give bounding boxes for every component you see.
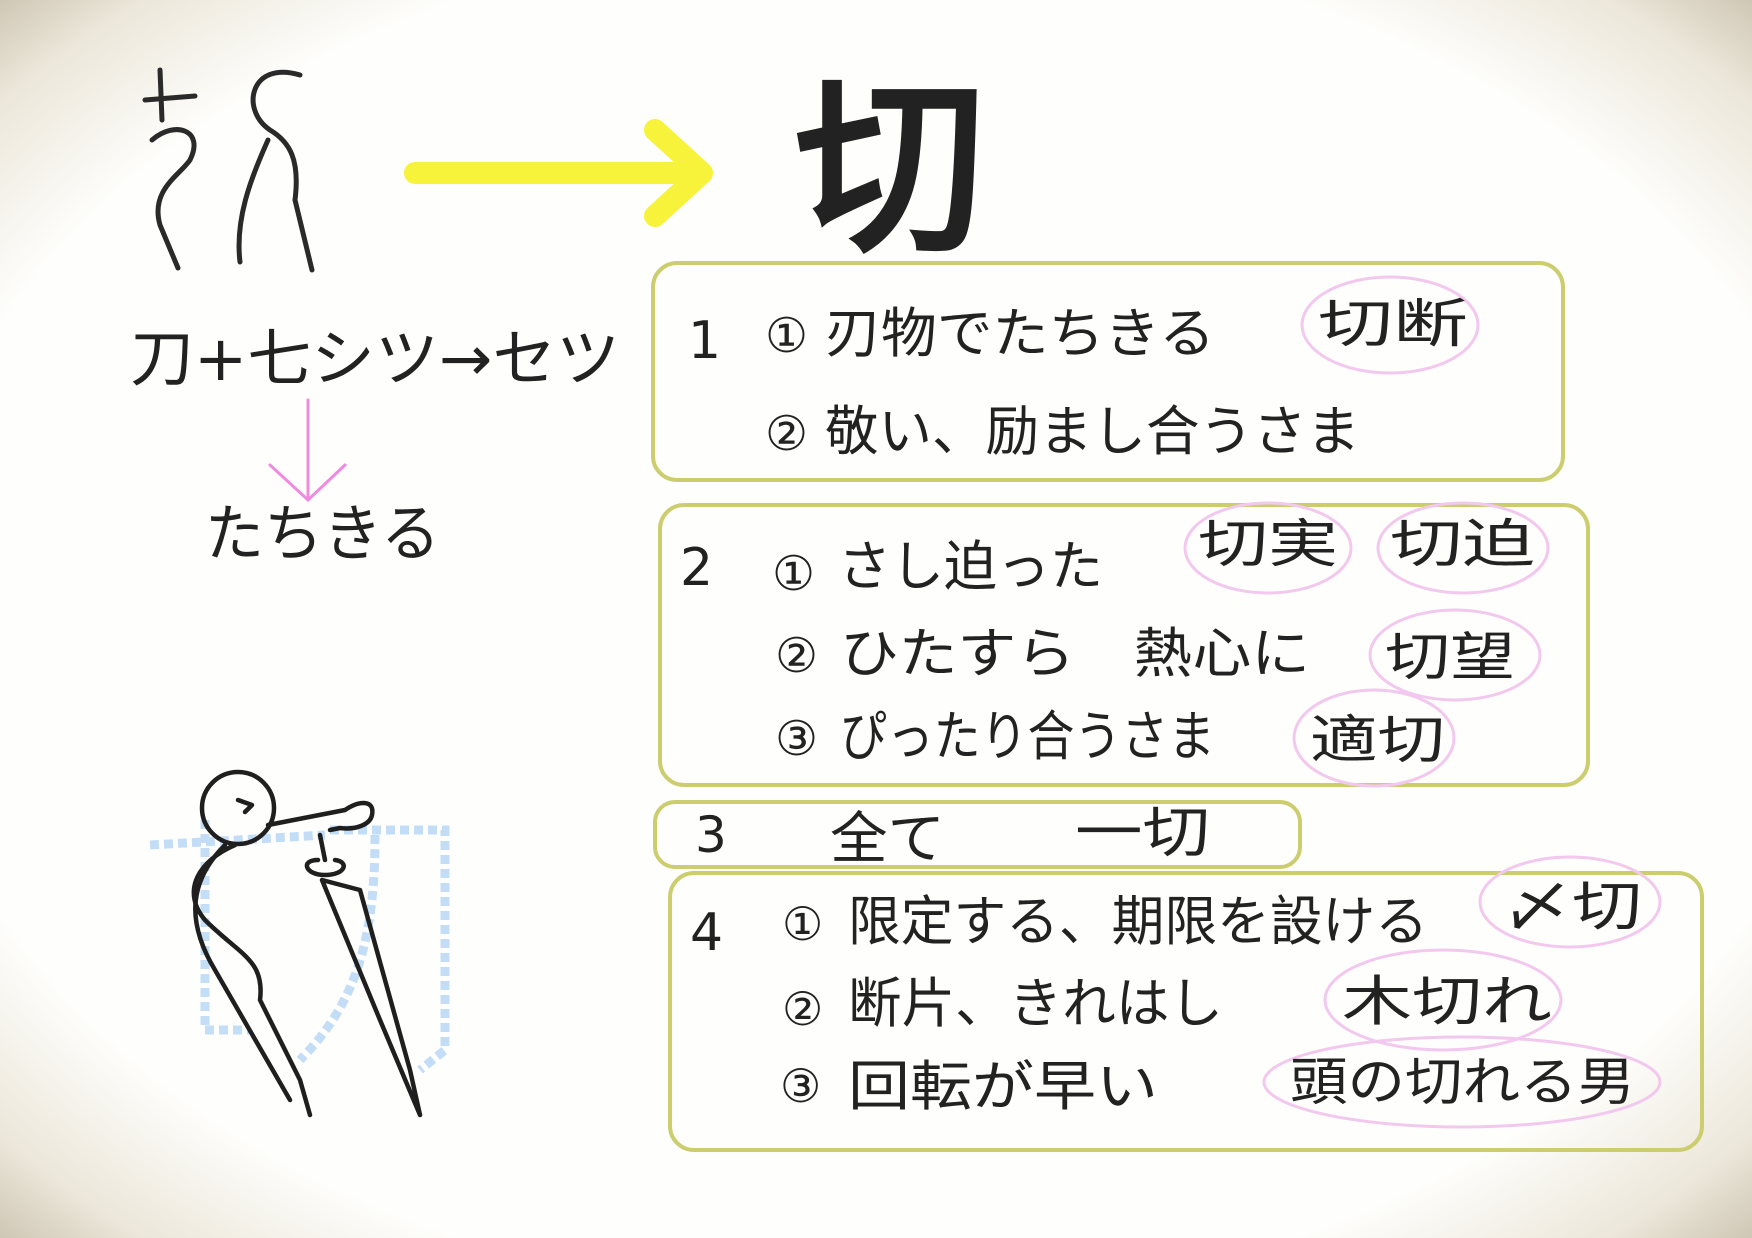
example-ovals (1183, 275, 1662, 1129)
oval-example-1-1 (1300, 275, 1480, 375)
watermark-kanji (149, 820, 450, 1074)
section-2-box (658, 503, 1590, 787)
main-kanji: 切 (795, 59, 985, 280)
section-1-item-1-example: 切断 (1318, 295, 1468, 355)
section-4-item-2-example: 木切れ (1342, 970, 1552, 1033)
section-3-box (653, 800, 1302, 869)
section-1-item-1-text: 刃物でたちきる (825, 302, 1215, 365)
section-4-item-1-marker: ① (782, 897, 823, 951)
section-2-item-2-text: ひたすら 熱心に (840, 622, 1310, 685)
section-4-item-3-example: 頭の切れる男 (1290, 1053, 1635, 1113)
section-1-item-2-marker: ② (765, 406, 808, 462)
oval-example-2-3 (1292, 688, 1456, 788)
section-1-item-2-text: 敬い、励まし合うさま (825, 400, 1360, 463)
section-4-box (668, 871, 1704, 1152)
section-2-item-2-marker: ② (775, 628, 818, 684)
section-2-item-3-marker: ③ (775, 711, 818, 767)
section-4-item-2-text: 断片、きれはし (848, 972, 1223, 1035)
section-2-item-1-text: さし迫った (838, 535, 1103, 598)
section-2-number: 2 (680, 538, 713, 598)
pink-down-arrow-icon (268, 398, 347, 503)
figure-illustration (191, 769, 423, 1118)
oval-example-4-1 (1478, 855, 1662, 949)
section-4-number: 4 (690, 903, 723, 963)
section-4-item-3-marker: ③ (780, 1059, 821, 1113)
section-2-item-1-example-2: 切迫 (1390, 515, 1535, 575)
section-2-item-3-example: 適切 (1310, 711, 1445, 771)
oval-example-2-1a (1183, 501, 1353, 595)
section-2-item-2-example: 切望 (1385, 628, 1515, 688)
section-2-item-1-example-1: 切実 (1198, 515, 1338, 575)
section-3-item-1-example: 一切 (1075, 801, 1210, 866)
oval-example-4-3 (1262, 1035, 1662, 1129)
oval-example-2-2 (1368, 608, 1542, 702)
section-4-item-2-marker: ② (782, 982, 823, 1036)
section-4-item-1-example: 〆切 (1502, 875, 1642, 938)
yellow-arrow-icon (404, 119, 713, 227)
section-1-box (651, 261, 1565, 482)
oval-example-4-2 (1323, 948, 1563, 1052)
section-3-item-1-text: 全て (830, 807, 945, 872)
section-3-number: 3 (695, 806, 727, 864)
section-4-item-3-text: 回転が早い (848, 1055, 1158, 1118)
section-2-item-1-marker: ① (772, 546, 815, 602)
meaning-origin-text: たちきる (205, 497, 440, 570)
ancient-form-glyph (142, 67, 315, 273)
oval-example-2-1b (1376, 501, 1550, 595)
section-2-item-3-text: ぴったり合うさま (840, 705, 1215, 768)
section-1-item-1-marker: ① (765, 308, 808, 364)
section-1-number: 1 (688, 311, 721, 371)
formation-text: 刀+七シツ→セツ (130, 322, 620, 395)
section-4-item-1-text: 限定する、期限を設ける (848, 890, 1428, 953)
